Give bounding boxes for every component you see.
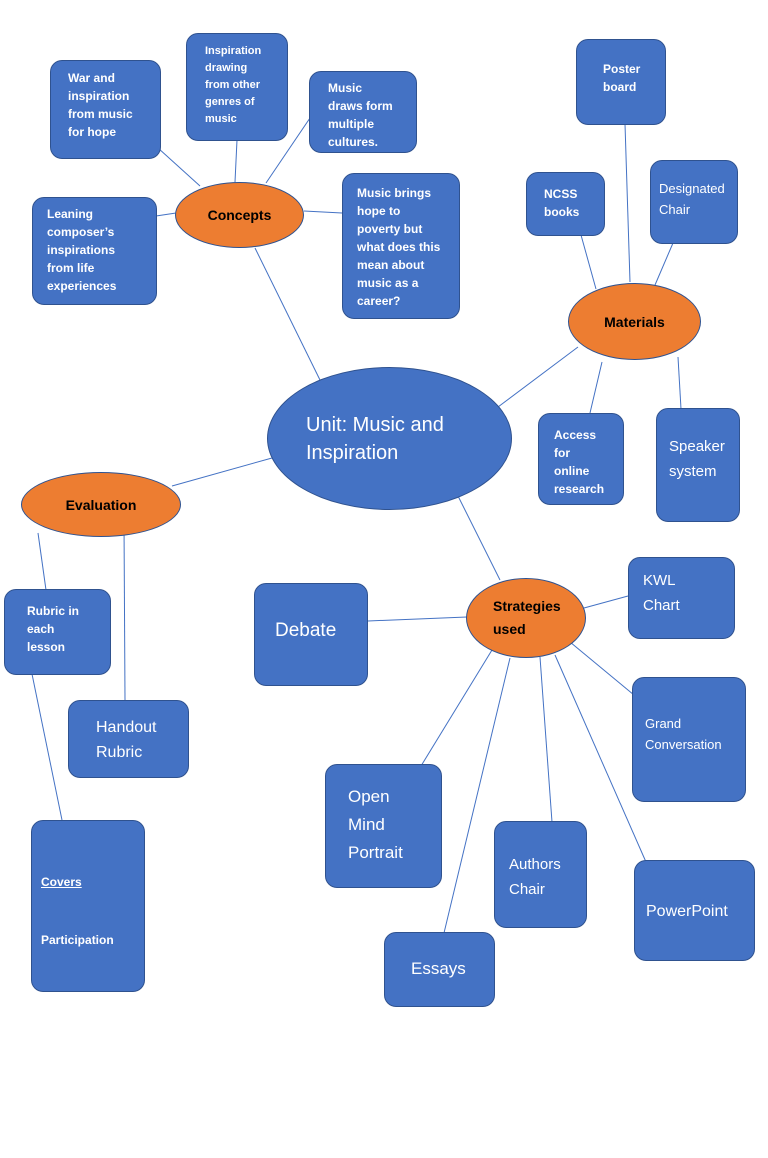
- covers-item: Research: [41, 1049, 96, 1063]
- covers-heading: Covers: [41, 875, 82, 889]
- link-strategies-portrait: [420, 649, 493, 767]
- covers-item: Participation: [41, 933, 114, 947]
- covers-item: Feedback: [41, 991, 97, 1005]
- material-ncss-books: NCSS books: [526, 172, 605, 236]
- hub-strategies: Strategies used: [466, 578, 586, 658]
- link-strategies-powerpoint: [554, 654, 647, 863]
- link-concepts-war: [157, 147, 201, 187]
- link-concepts-poverty: [303, 210, 343, 214]
- material-speaker-system: Speaker system: [656, 408, 740, 522]
- material-online-research: Access for online research: [538, 413, 624, 505]
- strategy-essays: Essays: [384, 932, 495, 1007]
- material-designated-chair: Designated Chair: [650, 160, 738, 244]
- link-concepts-cultures: [265, 117, 311, 184]
- link-center-strategies: [457, 495, 501, 581]
- hub-evaluation: Evaluation: [21, 472, 181, 537]
- evaluation-handout-rubric: Handout Rubric: [68, 700, 189, 778]
- link-strategies-essays: [443, 657, 511, 934]
- link-materials-poster: [624, 123, 631, 283]
- concept-war-inspiration: War and inspiration from music for hope: [50, 60, 161, 159]
- link-center-materials: [497, 346, 579, 408]
- concept-composer: Leaning composer’s inspirations from lif…: [32, 197, 157, 305]
- link-evaluation-rubric: [37, 532, 47, 591]
- covers-item: papers: [41, 1107, 81, 1121]
- link-materials-ncss: [580, 234, 597, 290]
- link-strategies-debate: [367, 616, 468, 622]
- hub-materials: Materials: [568, 283, 701, 360]
- link-rubric-covers: [31, 673, 63, 821]
- strategy-kwl-chart: KWL Chart: [628, 557, 735, 639]
- central-topic: Unit: Music and Inspiration: [267, 367, 512, 510]
- concept-cultures: Music draws form multiple cultures.: [309, 71, 417, 153]
- link-center-concepts: [254, 247, 321, 381]
- link-center-evaluation: [171, 457, 273, 487]
- link-strategies-grand: [569, 641, 635, 696]
- strategy-open-mind-portrait: Open Mind Portrait: [325, 764, 442, 888]
- link-strategies-kwl: [583, 595, 629, 609]
- evaluation-covers: Covers Participation Feedback Research p…: [31, 820, 145, 1121]
- strategy-grand-conversation: Grand Conversation: [632, 677, 746, 802]
- concept-genres: Inspiration drawing from other genres of…: [186, 33, 288, 141]
- link-strategies-authors: [539, 656, 553, 823]
- link-materials-chair: [654, 242, 674, 286]
- concept-poverty: Music brings hope to poverty but what do…: [342, 173, 460, 319]
- link-concepts-genres: [234, 139, 238, 183]
- link-concepts-composer: [155, 212, 177, 217]
- link-materials-speaker: [677, 356, 682, 410]
- material-poster-board: Poster board: [576, 39, 666, 125]
- connector-lines: [31, 117, 682, 934]
- strategy-debate: Debate: [254, 583, 368, 686]
- strategy-authors-chair: Authors Chair: [494, 821, 587, 928]
- strategy-powerpoint: PowerPoint: [634, 860, 755, 961]
- link-materials-access: [589, 361, 603, 414]
- hub-concepts: Concepts: [175, 182, 304, 248]
- link-evaluation-handout: [123, 521, 126, 701]
- evaluation-rubric-each-lesson: Rubric in each lesson: [4, 589, 111, 675]
